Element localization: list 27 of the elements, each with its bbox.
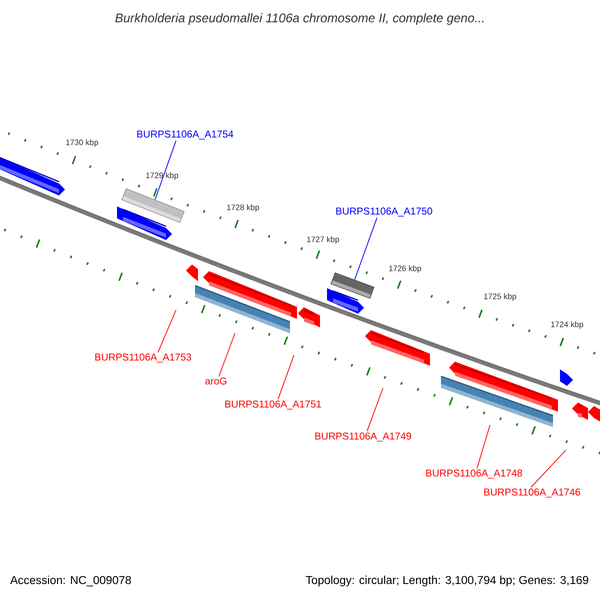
gene-label: BURPS1106A_A1753 <box>95 354 192 362</box>
leader-line <box>278 354 294 400</box>
gene-label: BURPS1106A_A1754 <box>137 130 234 140</box>
gene-label: BURPS1106A_A1749 <box>315 432 412 442</box>
leader-line <box>354 217 378 280</box>
scale-label: 1724 kbp <box>551 321 584 329</box>
accession-label: Accession: NC_009078 <box>10 576 131 586</box>
scale-label: 1727 kbp <box>307 236 340 244</box>
leader-line <box>530 450 566 488</box>
leader-line <box>476 424 490 469</box>
scale-label: 1728 kbp <box>227 204 260 212</box>
scale-label: 1730 kbp <box>66 139 98 147</box>
scale-label: 1726 kbp <box>389 265 422 273</box>
gene-label: BURPS1106A_A1750 <box>336 208 432 216</box>
leader-line <box>154 140 176 200</box>
title: Burkholderia pseudomallei 1106a chromosome II, complete geno... <box>115 13 484 25</box>
scale-label: 1729 kbp <box>146 172 178 180</box>
leader-line <box>366 388 384 432</box>
gene-label: BURPS1106A_A1746 <box>484 488 580 498</box>
gene-label: BURPS1106A_A1748 <box>426 470 522 478</box>
genome-info-label: Topology: circular; Length: 3,100,794 bp; Genes: 3,169 <box>306 576 588 586</box>
gene-label: BURPS1106A_A1751 <box>225 400 322 410</box>
leader-line <box>158 310 176 353</box>
gene-label: aroG <box>205 377 226 385</box>
gene-bar <box>330 272 374 299</box>
scale-label: 1725 kbp <box>484 293 516 301</box>
leader-line <box>218 332 236 377</box>
